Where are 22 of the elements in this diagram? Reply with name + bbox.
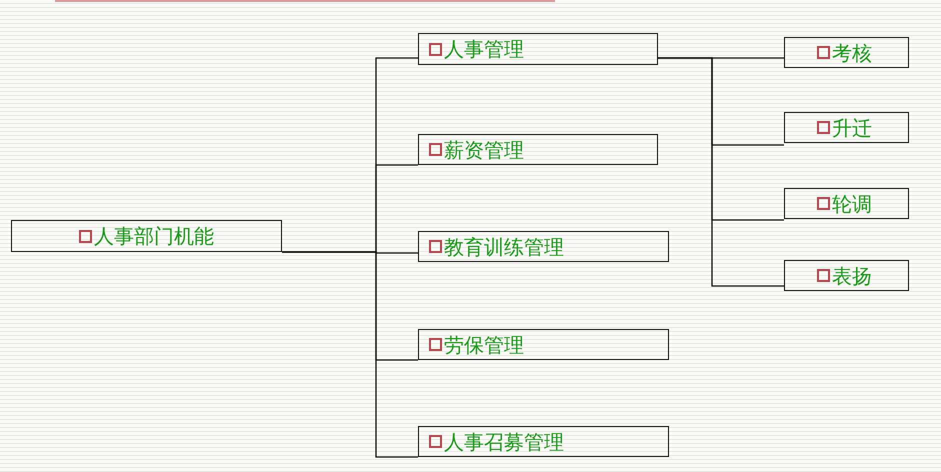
node-label: 薪资管理 [444, 140, 524, 160]
node-label: 人事管理 [444, 39, 524, 59]
process-box [418, 329, 669, 360]
process-box [418, 231, 669, 262]
node-label: 轮调 [832, 194, 872, 214]
process-box [784, 112, 909, 143]
node-label: 人事部门机能 [94, 226, 214, 246]
process-box [784, 260, 909, 291]
node-label: 劳保管理 [444, 334, 524, 354]
process-box [418, 33, 658, 65]
node-label: 考核 [832, 42, 872, 62]
node-label: 升迁 [832, 118, 872, 138]
connector-line [658, 57, 784, 287]
process-box [784, 37, 909, 68]
process-box [784, 188, 909, 219]
process-box [418, 426, 669, 457]
node-label: 人事召募管理 [444, 432, 564, 452]
node-label: 教育训练管理 [444, 236, 564, 256]
connector-line [282, 251, 418, 458]
process-box [418, 134, 658, 165]
process-box [11, 220, 282, 252]
node-label: 表扬 [832, 266, 872, 286]
